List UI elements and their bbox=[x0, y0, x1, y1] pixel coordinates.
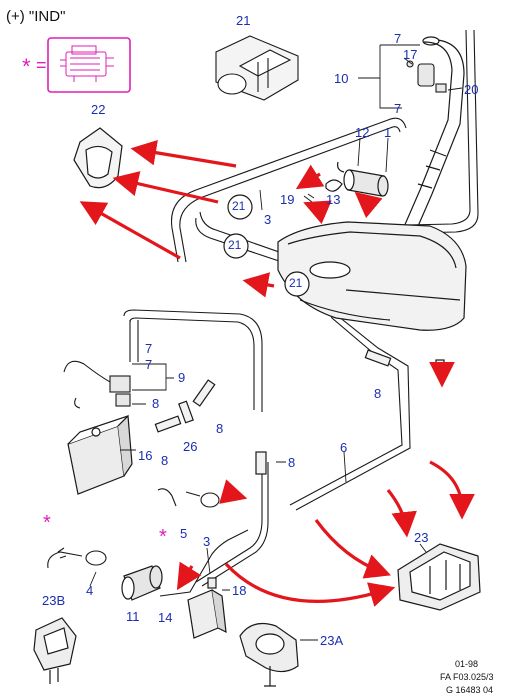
charcoal-canister-16 bbox=[67, 414, 133, 495]
purge-valve-9 bbox=[63, 360, 131, 409]
callout-5: 5 bbox=[180, 526, 188, 541]
callout-13: 13 bbox=[326, 192, 341, 207]
connector-5 bbox=[157, 488, 220, 508]
callout-3-bottom: 3 bbox=[203, 534, 211, 549]
clip-22 bbox=[73, 127, 123, 189]
line-front-a bbox=[195, 460, 263, 583]
callout-10: 10 bbox=[334, 71, 349, 86]
callout-12: 12 bbox=[355, 125, 370, 140]
connector-4 bbox=[47, 547, 107, 569]
callout-8-right: 8 bbox=[374, 386, 382, 401]
line-upper-outer bbox=[170, 117, 407, 263]
callout-22: 22 bbox=[91, 102, 106, 117]
callout-19: 19 bbox=[280, 192, 295, 207]
callout-21-a: 21 bbox=[232, 199, 246, 213]
clip-23a bbox=[239, 623, 299, 687]
line-canister-b bbox=[129, 317, 255, 410]
ind-star: * bbox=[22, 54, 31, 79]
line-vent-b bbox=[361, 29, 479, 235]
fuel-lines bbox=[123, 29, 479, 597]
callout-23: 23 bbox=[414, 530, 429, 545]
callout-21-c: 21 bbox=[289, 276, 303, 290]
ind-title: (+) "IND" bbox=[6, 8, 66, 25]
line-down-a bbox=[289, 295, 403, 506]
line-filter-out bbox=[159, 529, 249, 597]
ind-module-icon bbox=[60, 45, 114, 82]
circle-21-c bbox=[284, 271, 310, 297]
callout-11: 11 bbox=[126, 609, 140, 624]
bracket-14 bbox=[187, 577, 227, 639]
line-front-b bbox=[201, 462, 269, 587]
fuel-filter-12 bbox=[337, 161, 389, 197]
star-left: * bbox=[43, 512, 51, 534]
callout-7-top: 7 bbox=[394, 31, 402, 46]
callout-26: 26 bbox=[183, 439, 198, 454]
ind-inset-box bbox=[47, 37, 131, 93]
footer-ref: FA F03.025/3 bbox=[440, 672, 494, 682]
leader-lines bbox=[89, 44, 463, 641]
fuel-filter-11 bbox=[121, 565, 163, 601]
callout-21-b: 21 bbox=[228, 238, 242, 252]
clip-23 bbox=[397, 543, 481, 611]
clip-23b bbox=[33, 617, 77, 684]
callout-3-top: 3 bbox=[264, 212, 272, 227]
callout-7-l1: 7 bbox=[145, 341, 153, 356]
callout-8-lower: 8 bbox=[288, 455, 296, 470]
line-down-b bbox=[295, 295, 411, 511]
callout-9: 9 bbox=[178, 370, 186, 385]
filler-neck bbox=[399, 36, 465, 241]
callout-7-l2: 7 bbox=[145, 357, 153, 372]
callout-circles bbox=[223, 194, 310, 297]
circle-21-a bbox=[227, 194, 253, 220]
callout-18: 18 bbox=[232, 583, 247, 598]
callout-8-bottom: 8 bbox=[161, 453, 169, 468]
line-vent-a bbox=[359, 29, 471, 227]
fuel-tank bbox=[277, 221, 467, 331]
ind-equals: = bbox=[36, 55, 47, 75]
circle-21-b bbox=[223, 233, 249, 259]
callout-8-mid: 8 bbox=[216, 421, 224, 436]
footer-code: G 16483 04 bbox=[446, 685, 494, 695]
screw-19 bbox=[303, 193, 315, 203]
vent-valve bbox=[406, 60, 447, 93]
callout-7-mid: 7 bbox=[394, 101, 402, 116]
star-mid: * bbox=[159, 526, 167, 548]
callout-23b: 23B bbox=[42, 593, 66, 608]
callout-21-top: 21 bbox=[236, 13, 251, 28]
clip-13 bbox=[325, 179, 343, 192]
callout-23a: 23A bbox=[320, 633, 344, 648]
callout-8-left: 8 bbox=[152, 396, 160, 411]
line-canister-a bbox=[123, 309, 263, 412]
callout-17: 17 bbox=[403, 47, 418, 62]
callout-16: 16 bbox=[138, 448, 153, 463]
callout-20: 20 bbox=[464, 82, 479, 97]
callout-4: 4 bbox=[86, 583, 94, 598]
bracket-21 bbox=[215, 35, 299, 101]
red-arrows bbox=[79, 140, 475, 607]
line-canister-vertical bbox=[129, 320, 139, 362]
callout-14: 14 bbox=[158, 610, 173, 625]
footer-date: 01-98 bbox=[455, 659, 479, 669]
callout-1: 1 bbox=[384, 125, 392, 140]
callout-6: 6 bbox=[340, 440, 348, 455]
